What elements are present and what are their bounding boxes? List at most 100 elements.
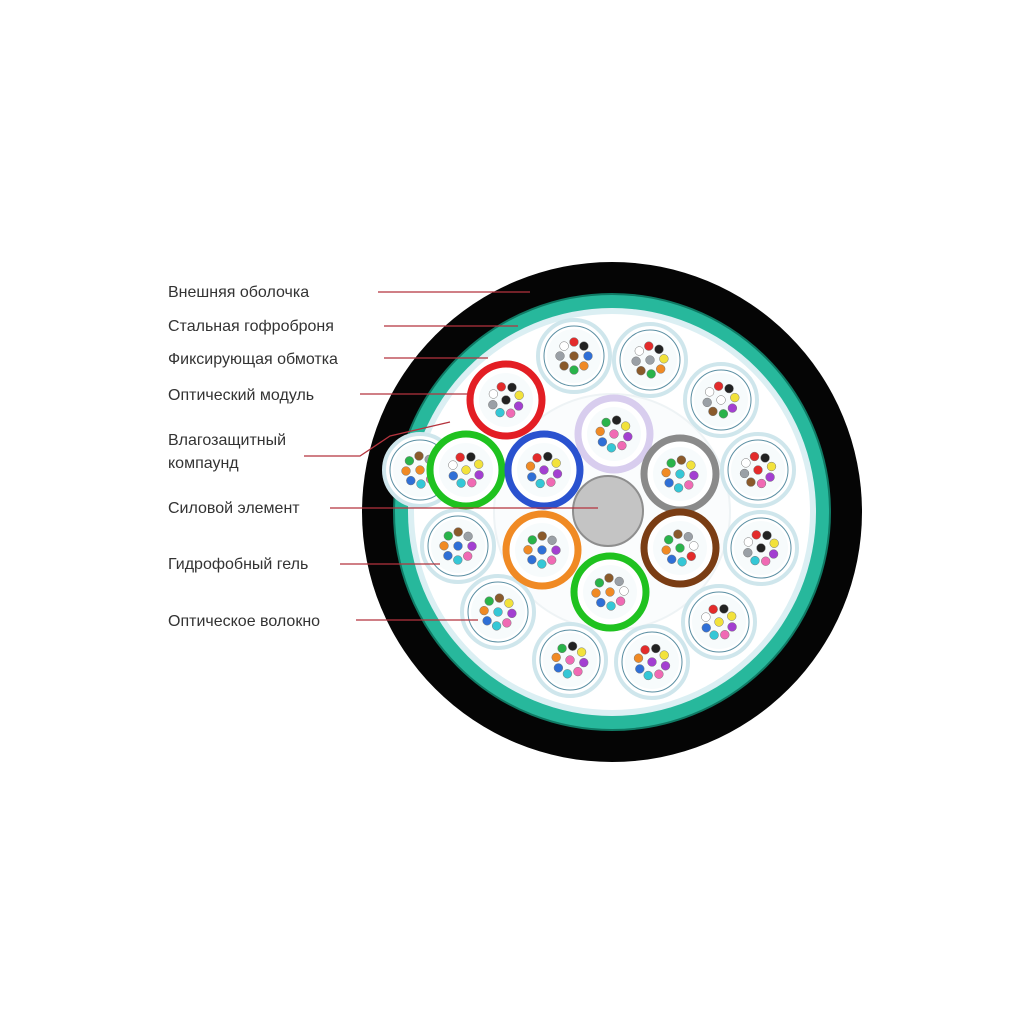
optical-fiber <box>708 604 718 614</box>
optical-module-outer <box>614 624 690 700</box>
optical-fiber <box>488 400 498 410</box>
optical-fiber <box>611 415 622 425</box>
optical-fiber <box>651 643 661 654</box>
optical-module <box>640 508 720 588</box>
optical-module-outer <box>536 318 612 394</box>
optical-fiber <box>551 458 561 468</box>
optical-fiber <box>443 551 453 561</box>
optical-fiber <box>501 395 511 405</box>
optical-fiber <box>704 387 715 397</box>
optical-fiber <box>743 548 753 558</box>
module-inner-wall <box>690 369 752 431</box>
optical-fiber <box>596 597 606 608</box>
optical-fiber <box>686 551 696 561</box>
optical-fiber <box>635 664 645 674</box>
optical-fiber <box>667 554 677 564</box>
optical-fiber <box>741 458 751 468</box>
optical-module-outer <box>683 362 759 438</box>
optical-fiber <box>415 465 425 475</box>
optical-fiber <box>453 555 463 565</box>
optical-fiber <box>702 397 712 408</box>
optical-fiber <box>676 455 687 465</box>
optical-fiber <box>718 409 729 419</box>
optical-fiber <box>579 361 589 371</box>
optical-fiber <box>766 461 777 472</box>
optical-fiber <box>594 578 605 588</box>
optical-fiber <box>724 383 734 394</box>
optical-fiber <box>527 555 537 565</box>
optical-fiber <box>525 461 536 471</box>
optical-fiber <box>701 612 711 622</box>
optical-fiber <box>633 653 644 663</box>
optical-fiber <box>466 452 476 462</box>
optical-module-outer <box>612 322 688 398</box>
module-inner-wall <box>730 517 792 579</box>
optical-fiber <box>743 537 754 547</box>
optical-fiber <box>640 645 650 655</box>
optical-fiber <box>453 527 463 537</box>
label-water-compound-line2: компаунд <box>168 455 239 472</box>
optical-fiber <box>661 545 671 555</box>
optical-fiber <box>664 478 674 488</box>
optical-fiber <box>604 573 614 583</box>
label-steel-armor: Стальная гофроброня <box>168 318 334 335</box>
optical-fiber <box>636 366 646 376</box>
optical-fiber <box>761 556 771 566</box>
label-strength-member: Силовой элемент <box>168 500 300 517</box>
optical-fiber <box>453 541 463 551</box>
optical-fiber <box>751 530 761 540</box>
optical-fiber <box>439 541 449 551</box>
optical-fiber <box>537 559 547 569</box>
optical-fiber <box>765 472 775 482</box>
optical-fiber <box>576 647 587 657</box>
optical-fiber <box>644 341 654 351</box>
optical-fiber <box>474 470 484 480</box>
optical-fiber <box>539 465 549 475</box>
optical-fiber <box>565 655 575 665</box>
optical-fiber <box>769 538 779 548</box>
optical-fiber <box>601 417 611 428</box>
optical-fiber <box>527 472 537 482</box>
optical-fiber <box>597 437 608 447</box>
optical-fiber <box>714 617 724 627</box>
optical-fiber <box>507 608 517 619</box>
optical-fiber <box>496 382 506 392</box>
optical-fiber <box>559 341 569 351</box>
optical-module-outer <box>681 584 757 660</box>
optical-fiber <box>760 453 770 463</box>
optical-fiber <box>673 529 683 539</box>
optical-module-outer <box>460 574 536 650</box>
label-optical-module: Оптический модуль <box>168 387 314 404</box>
optical-fiber <box>557 643 567 654</box>
optical-fiber <box>562 669 573 679</box>
optical-fiber <box>555 351 565 361</box>
optical-fiber <box>756 478 767 489</box>
optical-fiber <box>551 545 561 555</box>
optical-fiber <box>506 408 516 418</box>
optical-fiber <box>620 421 631 431</box>
optical-module-outer <box>720 432 796 508</box>
leader-water-compound <box>304 421 451 457</box>
optical-fiber <box>404 456 415 466</box>
optical-fiber <box>591 588 601 598</box>
optical-fiber <box>645 355 655 365</box>
optical-fiber <box>595 426 605 437</box>
optical-fiber <box>673 483 684 493</box>
optical-module <box>570 552 650 632</box>
optical-fiber <box>756 543 766 553</box>
optical-fiber <box>482 616 492 626</box>
optical-module <box>574 394 654 474</box>
optical-fiber <box>605 587 615 597</box>
optical-fiber <box>443 531 453 541</box>
optical-fiber <box>463 531 473 541</box>
optical-fiber <box>491 621 502 631</box>
optical-fiber <box>523 545 533 555</box>
optical-fiber <box>504 598 514 608</box>
optical-fiber <box>746 477 756 487</box>
optical-fiber <box>514 390 524 400</box>
module-inner-wall <box>467 581 529 643</box>
optical-fiber <box>643 670 653 681</box>
optical-fiber <box>727 403 738 413</box>
optical-fiber <box>739 468 750 479</box>
optical-fiber <box>646 369 656 379</box>
